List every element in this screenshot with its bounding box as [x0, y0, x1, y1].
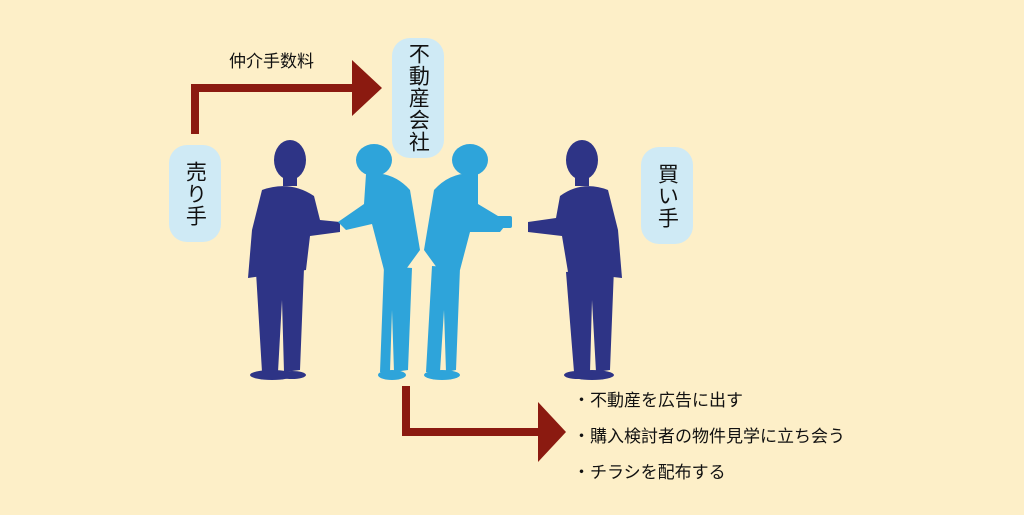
agency-task-list: ・不動産を広告に出す ・購入検討者の物件見学に立ち会う ・チラシを配布する — [573, 387, 845, 495]
agency-label: 不動産会社 — [406, 43, 431, 153]
task-item: ・不動産を広告に出す — [573, 391, 743, 411]
agency-label-bubble: 不動産会社 — [392, 38, 444, 158]
agency-tasks-arrow — [402, 386, 566, 462]
agent-silhouette-left — [338, 144, 420, 380]
seller-silhouette — [248, 140, 340, 380]
commission-label: 仲介手数料 — [229, 52, 314, 72]
seller-label: 売り手 — [183, 160, 208, 227]
agent-silhouette-right — [424, 144, 512, 380]
buyer-silhouette — [528, 140, 622, 380]
commission-arrow — [191, 60, 382, 134]
buyer-label-bubble: 買い手 — [641, 147, 693, 244]
task-item: ・購入検討者の物件見学に立ち会う — [573, 427, 845, 447]
buyer-label: 買い手 — [655, 162, 680, 229]
task-item: ・チラシを配布する — [573, 463, 726, 483]
seller-label-bubble: 売り手 — [169, 145, 221, 242]
